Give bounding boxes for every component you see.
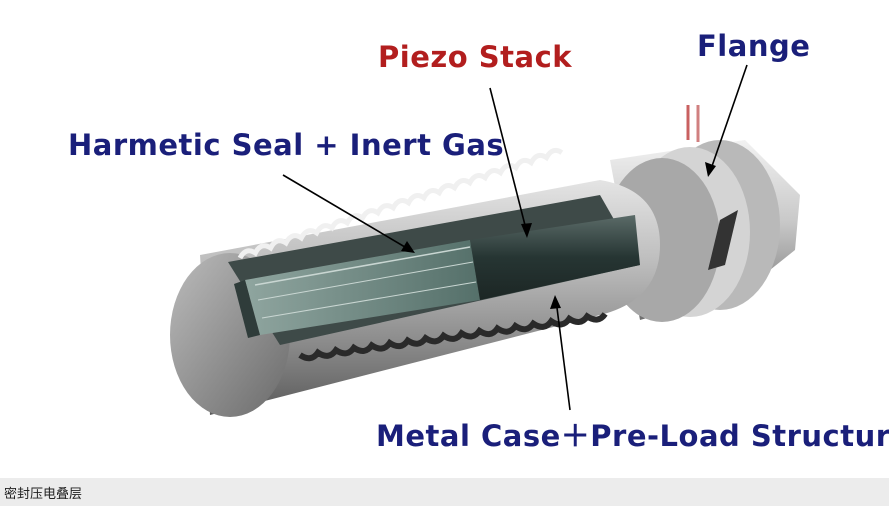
piezo-stack: [234, 215, 640, 338]
arrowheads: [401, 162, 716, 309]
diagram-canvas: Piezo Stack Flange Harmetic Seal + Inert…: [0, 0, 889, 478]
label-metal-case: Metal Case＋Pre-Load Structure: [376, 419, 889, 453]
actuator-illustration: [170, 64, 800, 417]
label-hermetic-seal: Harmetic Seal + Inert Gas: [68, 128, 505, 162]
label-flange: Flange: [697, 29, 811, 63]
image-caption: 密封压电叠层: [4, 487, 83, 502]
label-piezo-stack: Piezo Stack: [378, 40, 573, 74]
caption-bar: 密封压电叠层: [0, 478, 889, 506]
leader-lines: [282, 64, 748, 411]
